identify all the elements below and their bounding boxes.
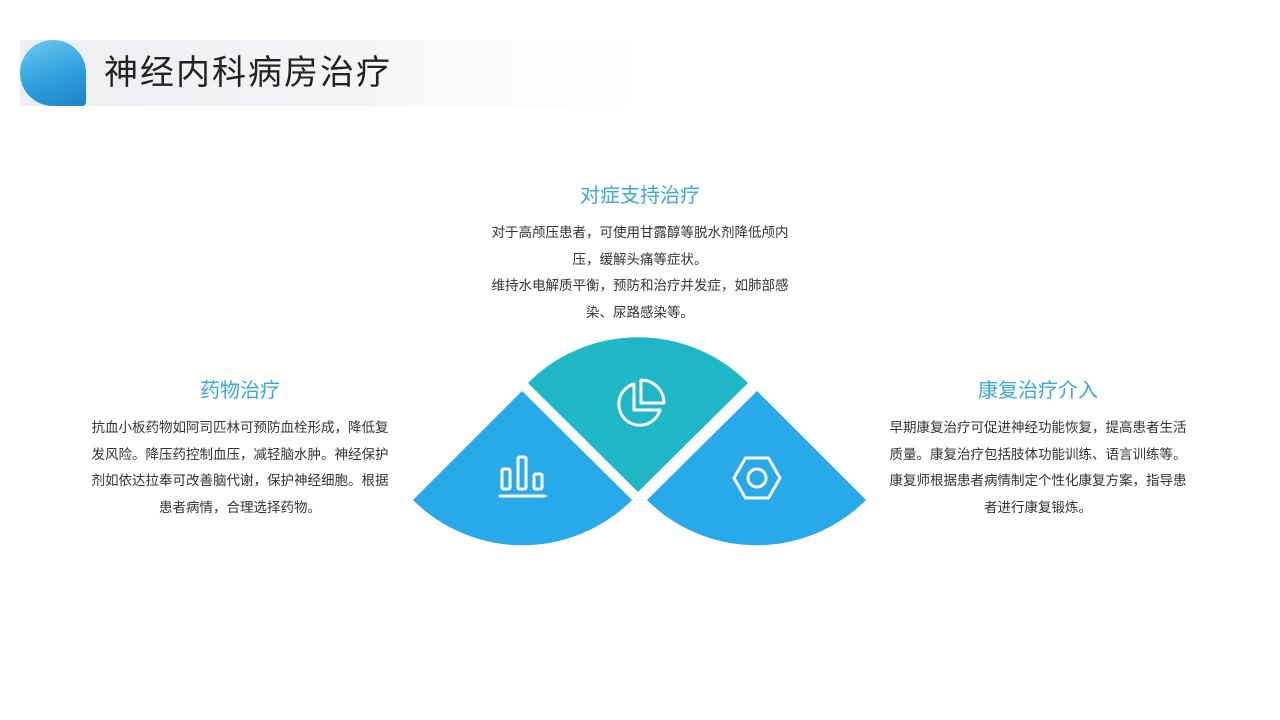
pie-chart-icon — [617, 378, 666, 427]
page-title: 神经内科病房治疗 — [104, 53, 392, 93]
three-sector-diagram — [413, 337, 866, 546]
right-section-title: 康复治疗介入 — [978, 378, 1098, 402]
bar-chart-icon — [498, 455, 547, 498]
center-paragraph-2: 维持水电解质平衡，预防和治疗并发症，如肺部感染、尿路感染等。 — [491, 278, 789, 321]
hexagon-nut-icon — [732, 456, 782, 500]
center-sector — [528, 337, 748, 492]
center-section-title: 对症支持治疗 — [580, 183, 700, 207]
right-paragraph-1: 早期康复治疗可促进神经功能恢复，提高患者生活质量。康复治疗包括肢体功能训练、语言… — [889, 420, 1187, 463]
left-section-body: 抗血小板药物如阿司匹林可预防血栓形成，降低复发风险。降压药控制血压，减轻脑水肿。… — [88, 415, 392, 521]
header-band — [20, 40, 640, 106]
center-paragraph-1: 对于高颅压患者，可使用甘露醇等脱水剂降低颅内压，缓解头痛等症状。 — [491, 225, 789, 268]
center-section-body: 对于高颅压患者，可使用甘露醇等脱水剂降低颅内压，缓解头痛等症状。 维持水电解质平… — [488, 220, 792, 326]
left-section-title: 药物治疗 — [200, 378, 280, 402]
right-paragraph-2: 康复师根据患者病情制定个性化康复方案，指导患者进行康复锻炼。 — [889, 473, 1187, 516]
right-section-body: 早期康复治疗可促进神经功能恢复，提高患者生活质量。康复治疗包括肢体功能训练、语言… — [886, 415, 1190, 521]
left-sector — [413, 391, 632, 546]
header-decoration — [20, 40, 86, 106]
left-paragraph-1: 抗血小板药物如阿司匹林可预防血栓形成，降低复发风险。降压药控制血压，减轻脑水肿。… — [91, 420, 389, 516]
